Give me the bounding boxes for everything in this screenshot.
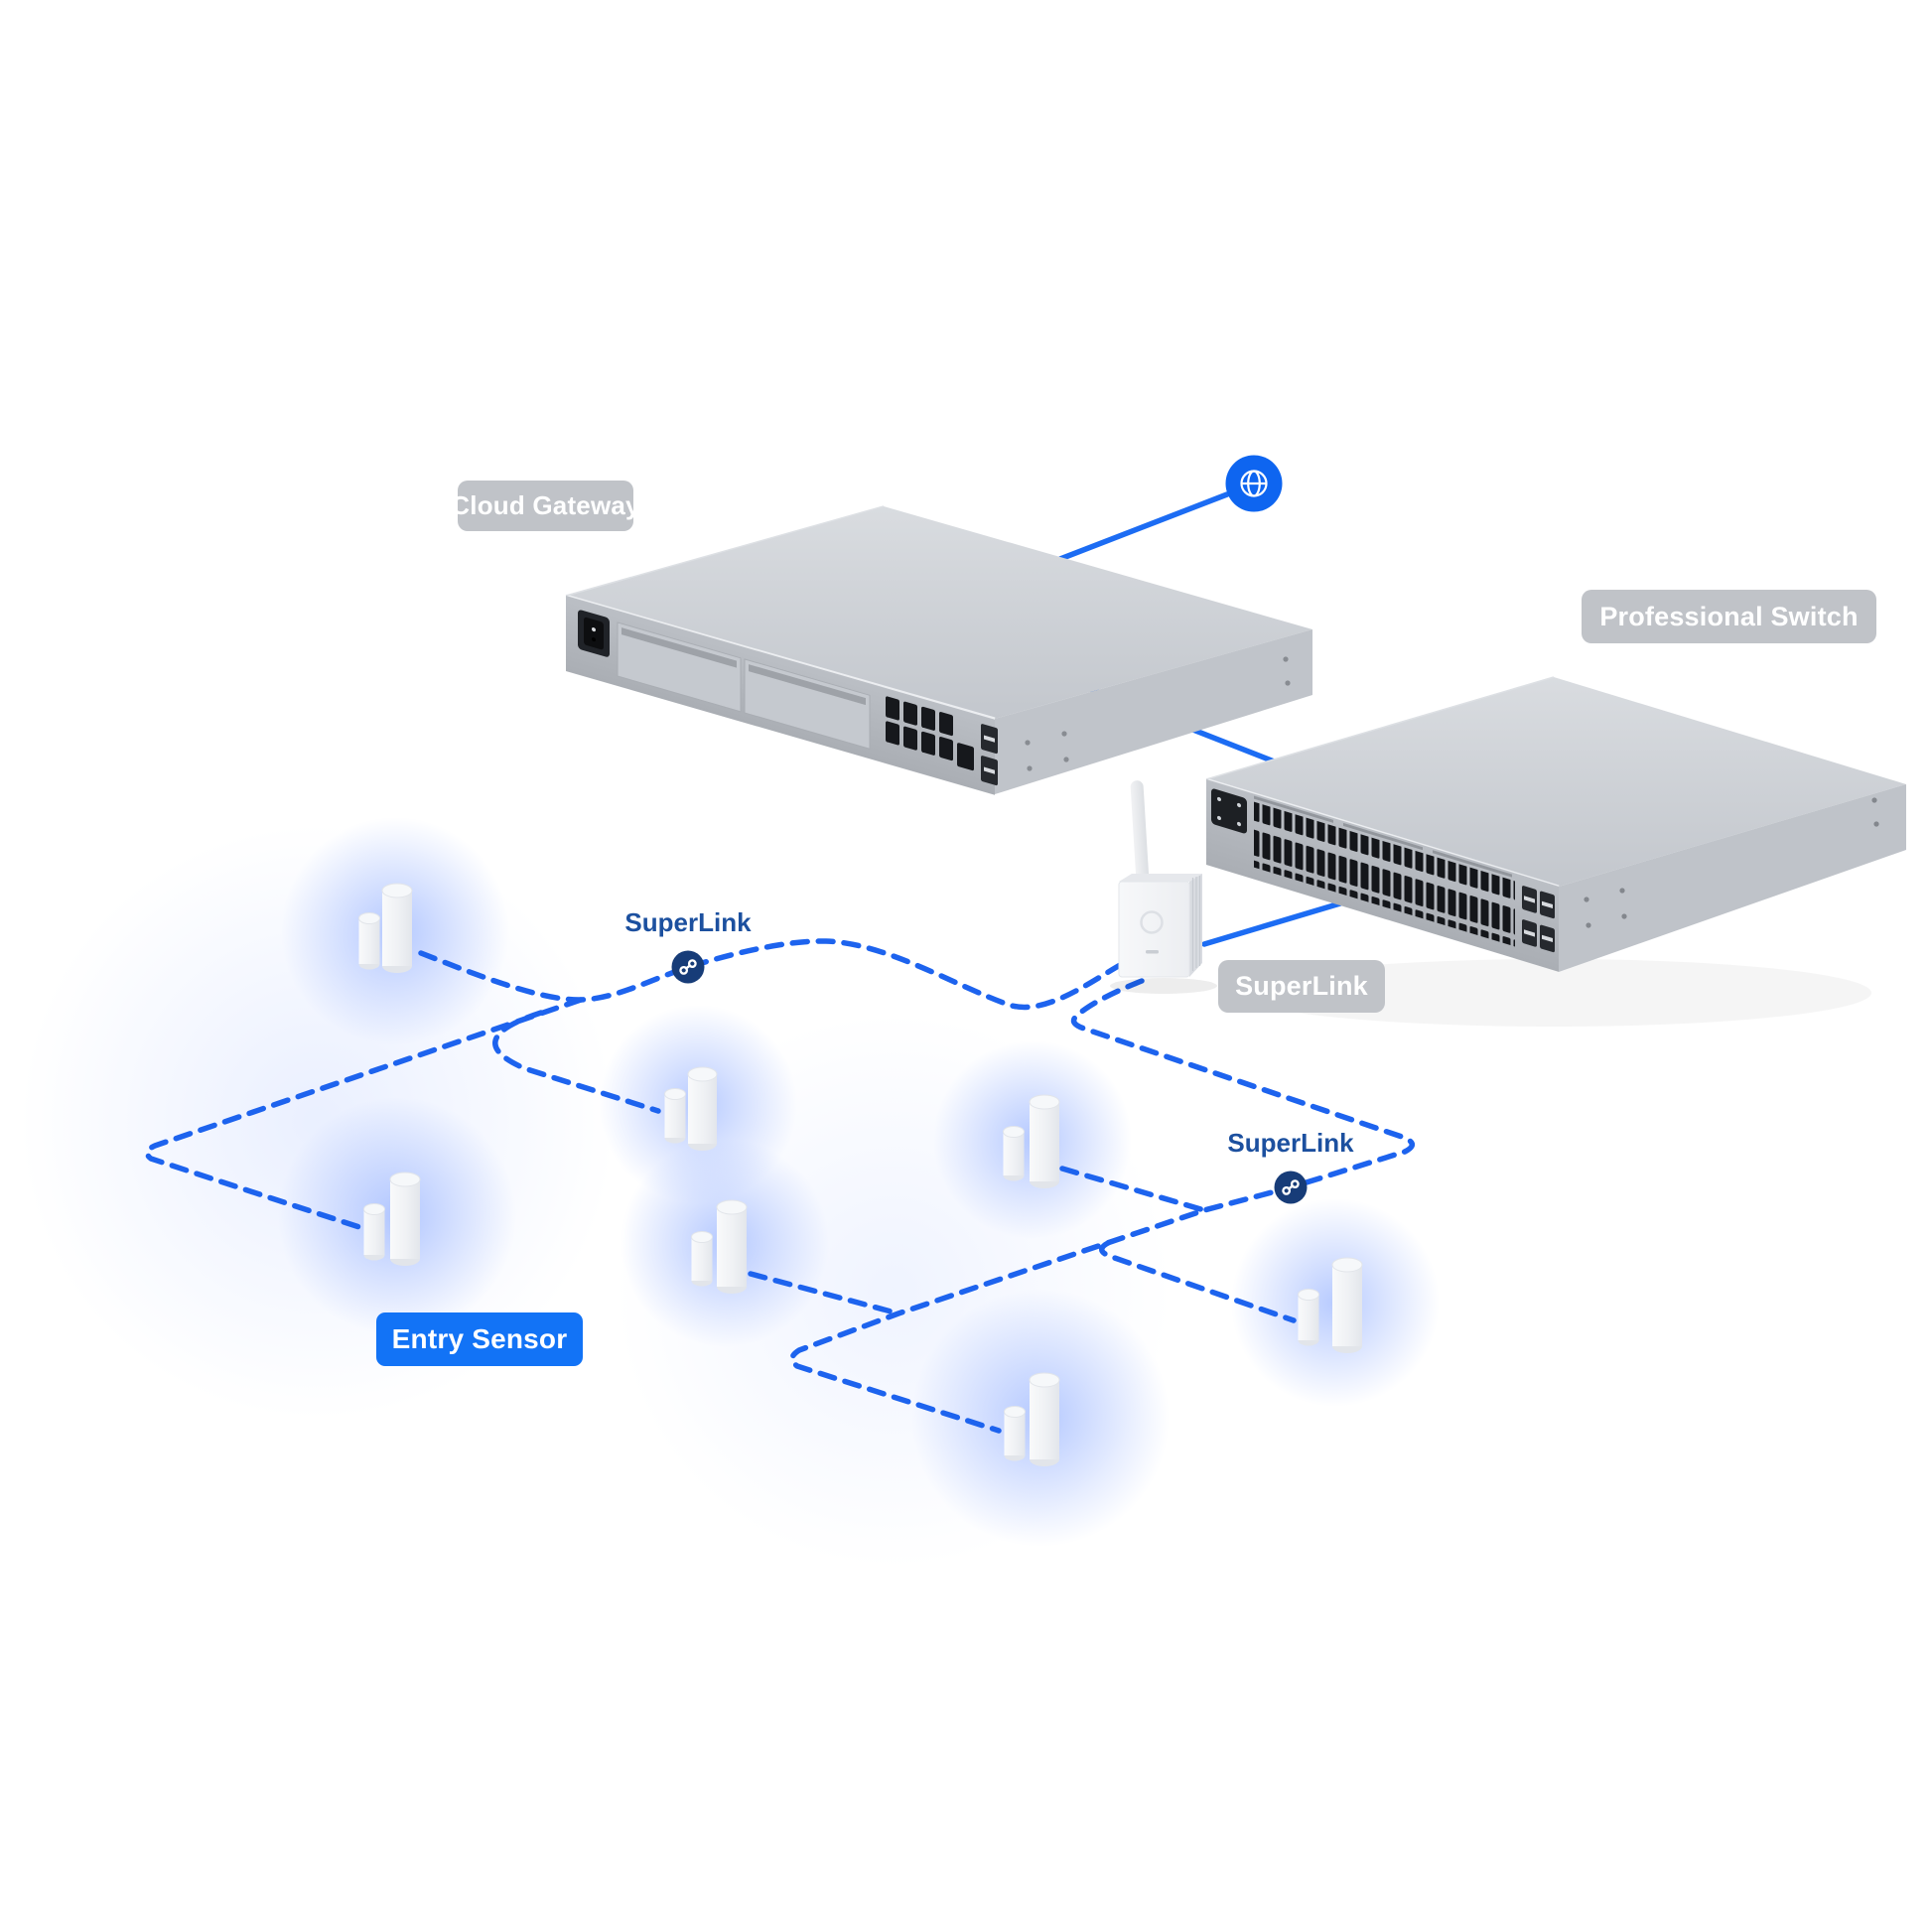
hub-logo-mark bbox=[1140, 910, 1164, 934]
globe-icon bbox=[1225, 455, 1283, 512]
superlink-link-label-left: SuperLink bbox=[624, 907, 752, 937]
gateway-front-face bbox=[566, 596, 998, 795]
dashed-link-sensor1-hub bbox=[418, 938, 1125, 1011]
dashed-link-sensor5 bbox=[1059, 1166, 1207, 1213]
link-gateway-internet bbox=[1044, 491, 1230, 567]
dashed-link-branch-sensor3 bbox=[492, 1010, 661, 1114]
gateway-rj45-ports bbox=[886, 696, 974, 771]
entry-sensor-1 bbox=[358, 883, 413, 973]
superlink-dashed-mesh bbox=[144, 938, 1415, 1434]
entry-sensor-label: Entry Sensor bbox=[376, 1312, 583, 1366]
entry-sensor-4 bbox=[691, 1199, 748, 1294]
professional-switch-device bbox=[1205, 676, 1906, 1027]
dashed-link-sensor1-sensor2 bbox=[144, 997, 584, 1231]
entry-sensor-5 bbox=[1003, 1094, 1060, 1188]
cloud-gateway-label: Cloud Gateway bbox=[451, 481, 640, 531]
cloud-gateway-device bbox=[565, 505, 1312, 795]
superlink-chain-icon-left bbox=[671, 950, 705, 984]
dashed-link-hub-superlink-sensor7 bbox=[789, 978, 1415, 1434]
entry-sensor-6 bbox=[1298, 1257, 1363, 1353]
switch-rj45-port-rows bbox=[1254, 801, 1515, 947]
entry-sensor-7 bbox=[1004, 1372, 1060, 1466]
professional-switch-label: Professional Switch bbox=[1582, 590, 1876, 643]
dashed-link-sensor4 bbox=[748, 1271, 901, 1316]
dashed-link-sensor6 bbox=[1099, 1240, 1297, 1323]
superlink-link-label-right: SuperLink bbox=[1227, 1128, 1354, 1158]
entry-sensor-3 bbox=[664, 1066, 718, 1151]
hub-antenna bbox=[1130, 780, 1150, 885]
superlink-hub-label: SuperLink bbox=[1218, 960, 1385, 1013]
switch-front-face bbox=[1206, 779, 1559, 972]
entry-sensor-2 bbox=[363, 1172, 421, 1266]
superlink-hub-device bbox=[1110, 780, 1217, 994]
entry-sensors bbox=[358, 883, 1363, 1466]
switch-sfp-ports bbox=[1522, 886, 1555, 953]
superlink-chain-icon-right bbox=[1274, 1171, 1308, 1204]
